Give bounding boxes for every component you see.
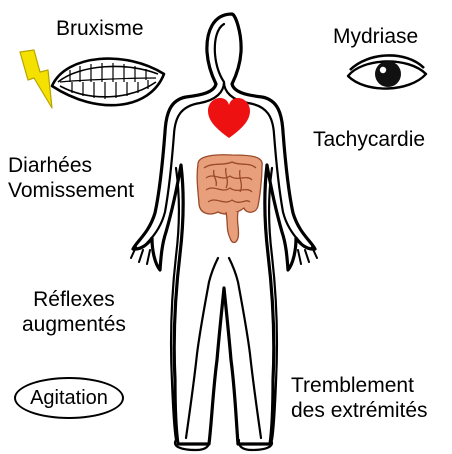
label-mydriase-text: Mydriase (333, 24, 418, 49)
label-vomissement-text: Vomissement (8, 178, 134, 203)
intestine-icon (197, 155, 262, 243)
body-outline-inner (147, 24, 301, 440)
heart-icon (208, 98, 250, 138)
label-reflexes-line2: augmentés (22, 312, 126, 337)
label-diarrhees-text: Diarhées (8, 153, 134, 178)
lightning-icon (20, 50, 52, 108)
label-tremblement-line2: des extrémités (291, 398, 428, 423)
label-tachycardie: Tachycardie (313, 127, 425, 152)
label-tremblement-line1: Tremblement (291, 373, 428, 398)
label-tremblement: Tremblement des extrémités (291, 373, 428, 423)
label-reflexes-line1: Réflexes (22, 287, 126, 312)
label-tachycardie-text: Tachycardie (313, 127, 425, 152)
label-agitation-text: Agitation (16, 379, 122, 417)
label-bruxisme-text: Bruxisme (56, 16, 144, 41)
label-reflexes: Réflexes augmentés (22, 287, 126, 337)
label-digestive: Diarhées Vomissement (8, 153, 134, 203)
label-bruxisme: Bruxisme (56, 16, 144, 41)
label-mydriase: Mydriase (333, 24, 418, 49)
label-agitation: Agitation (14, 377, 124, 419)
eye-icon (348, 55, 426, 88)
teeth-icon (52, 59, 164, 106)
